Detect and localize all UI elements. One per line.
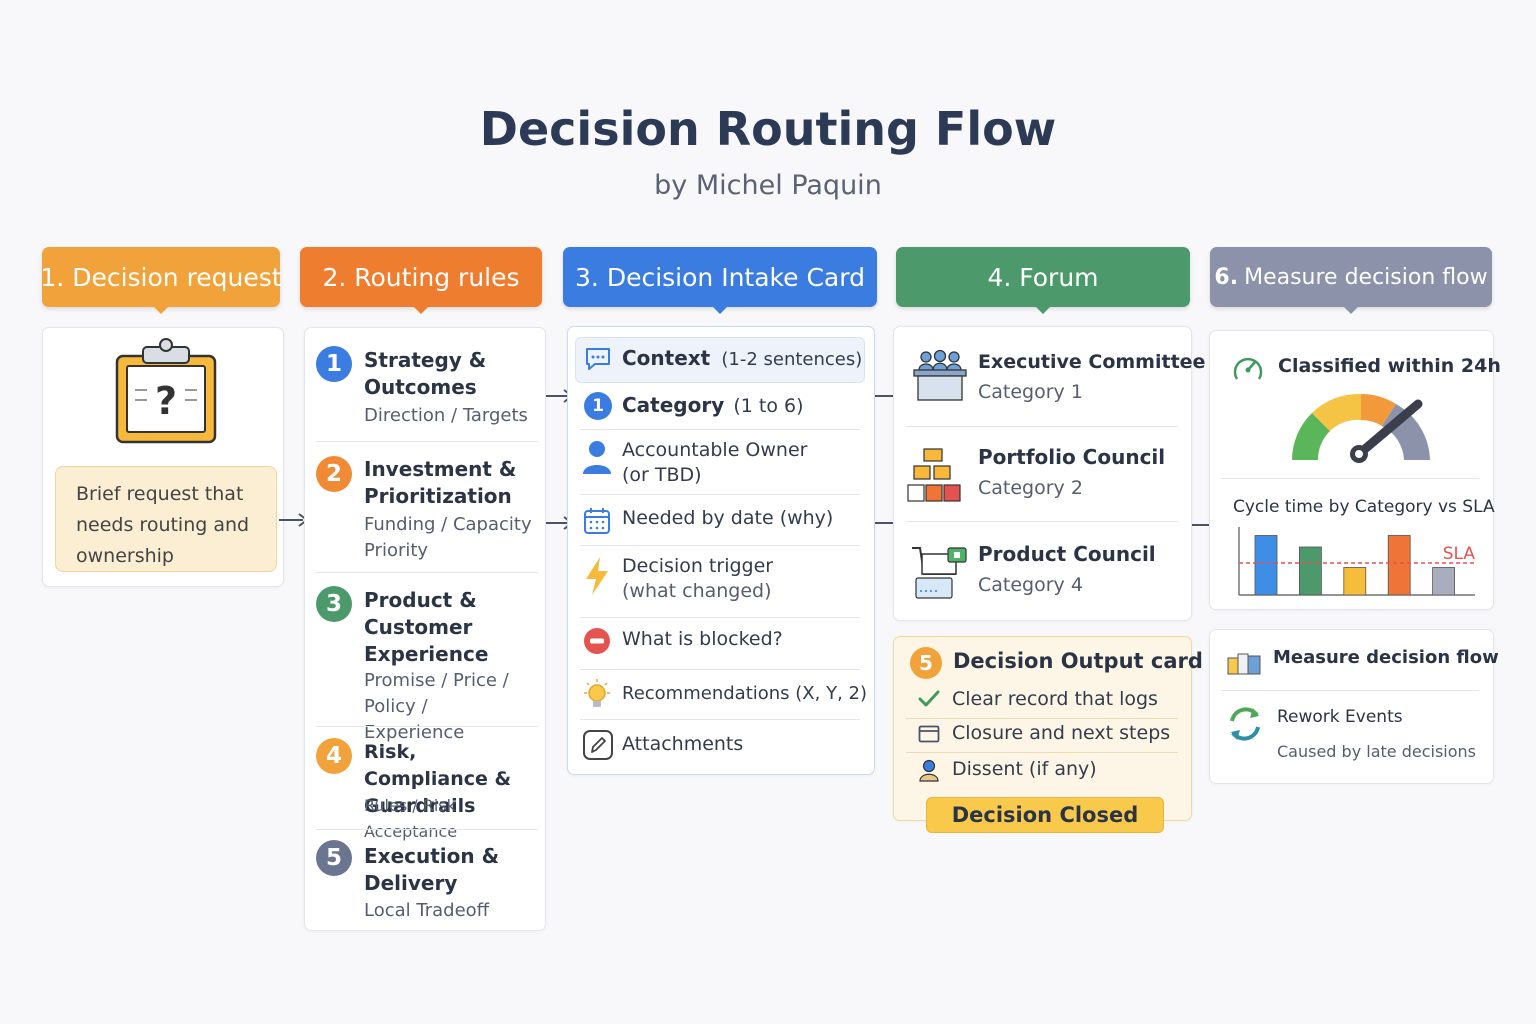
divider: [580, 545, 860, 546]
rule-subtitle: Rules / Risk Acceptance: [364, 796, 458, 841]
divider: [580, 494, 860, 495]
measure-flow-title: Measure decision flow: [1273, 647, 1499, 668]
divider: [580, 429, 860, 430]
output-item: Closure and next steps: [952, 722, 1171, 744]
rule-title: Execution & Delivery: [364, 844, 500, 895]
divider: [316, 726, 538, 727]
intake-row-blocked: What is blocked?: [622, 628, 783, 650]
decision-request-panel: ? Brief request that needs routing and o…: [42, 327, 284, 587]
intake-card-panel: [567, 326, 875, 775]
refresh-cycle-icon: [1230, 707, 1260, 741]
number-one-icon: 1: [584, 392, 612, 420]
person-icon: [583, 441, 611, 474]
chart-bar: [1387, 535, 1411, 596]
rule-title: Strategy & Outcomes: [364, 348, 487, 399]
rework-title: Rework Events: [1277, 707, 1403, 727]
rule-badge-5: 5: [316, 840, 352, 876]
page-subtitle: by Michel Paquin: [654, 170, 882, 201]
rework-subtitle: Caused by late decisions: [1277, 742, 1476, 761]
chart-bar: [1254, 535, 1278, 596]
output-item: Clear record that logs: [952, 688, 1158, 710]
divider: [906, 718, 1178, 719]
output-item: Dissent (if any): [952, 758, 1097, 780]
divider: [906, 426, 1178, 427]
forum-name: Portfolio Council: [978, 445, 1166, 469]
output-badge-5: 5: [910, 647, 942, 679]
rule-subtitle: Funding / Capacity Priority: [364, 514, 532, 561]
rule-subtitle: Promise / Price / Policy / Experience: [364, 670, 509, 743]
intake-row-context: Context (1-2 sentences): [622, 346, 863, 370]
forum-category: Category 2: [978, 477, 1083, 499]
lightbulb-icon: [584, 679, 610, 707]
forum-category: Category 4: [978, 574, 1083, 596]
lightning-icon: [586, 557, 608, 595]
committee-icon: [913, 349, 967, 401]
calendar-icon: [584, 508, 610, 534]
rule-badge-2: 2: [316, 456, 352, 492]
rule-title: Risk, Compliance & Guardrails: [364, 741, 512, 817]
intake-row-owner: Accountable Owner (or TBD): [622, 439, 808, 486]
divider: [316, 441, 538, 442]
rule-badge-4: 4: [316, 738, 352, 774]
chart-title: Cycle time by Category vs SLA: [1233, 497, 1495, 517]
blocked-icon: [584, 628, 610, 654]
chart-bar: [1432, 567, 1456, 596]
divider: [580, 719, 860, 720]
pencil-icon: [583, 730, 613, 760]
intake-row-trigger: Decision trigger (what changed): [622, 555, 774, 602]
context-row-bg: [575, 337, 865, 383]
divider: [316, 829, 538, 830]
divider: [1221, 690, 1479, 691]
cycle-time-bar-chart: SLA: [1238, 527, 1476, 596]
check-icon: [918, 690, 940, 707]
person-icon: [919, 759, 939, 782]
divider: [580, 617, 860, 618]
decision-closed-badge: Decision Closed: [926, 797, 1164, 833]
rule-badge-3: 3: [316, 586, 352, 622]
decision-output-card: [893, 636, 1192, 821]
routing-rules-panel: [304, 327, 546, 931]
forum-name: Executive Committee: [978, 351, 1206, 373]
intake-row-needed-by: Needed by date (why): [622, 507, 834, 529]
clipboard-question-icon: ?: [115, 338, 217, 444]
divider: [1221, 478, 1479, 479]
forum-category: Category 1: [978, 381, 1083, 403]
output-title: Decision Output card: [953, 649, 1203, 673]
header-measure: 6. Measure decision flow: [1210, 247, 1492, 314]
rule-badge-1: 1: [316, 346, 352, 382]
divider: [316, 572, 538, 573]
header-routing-rules: 2. Routing rules: [300, 247, 542, 314]
intake-row-category: Category (1 to 6): [622, 393, 804, 417]
svg-text:?: ?: [155, 379, 177, 423]
measure-flow-panel: [1209, 629, 1494, 784]
rule-title: Investment & Prioritization: [364, 457, 517, 508]
chart-bar: [1299, 546, 1322, 596]
rule-title: Product & Customer Experience: [364, 588, 489, 666]
page-title: Decision Routing Flow: [479, 102, 1057, 156]
divider: [906, 521, 1178, 522]
divider: [906, 752, 1178, 753]
forum-name: Product Council: [978, 542, 1156, 566]
rule-subtitle: Direction / Targets: [364, 405, 528, 426]
intake-row-attachments: Attachments: [622, 733, 744, 755]
cart-icon: [912, 547, 967, 599]
header-decision-request: 1. Decision request: [40, 247, 282, 314]
header-forum: 4. Forum: [896, 247, 1190, 314]
gauge-icon: [1292, 394, 1430, 463]
bar-stack-icon: [1227, 653, 1261, 675]
card-icon: [918, 725, 940, 743]
chat-bubble-icon: [586, 348, 610, 370]
gauge-label: Classified within 24h: [1278, 355, 1501, 377]
header-intake-card: 3. Decision Intake Card: [563, 247, 877, 314]
request-note: Brief request that needs routing and own…: [55, 466, 277, 572]
intake-row-recommendations: Recommendations (X, Y, 2): [622, 683, 867, 704]
timer-icon: [1233, 357, 1263, 380]
divider: [580, 669, 860, 670]
chart-bar: [1343, 567, 1367, 596]
rule-subtitle: Local Tradeoff: [364, 900, 490, 921]
sla-label: SLA: [1443, 544, 1476, 564]
portfolio-blocks-icon: [907, 448, 961, 502]
